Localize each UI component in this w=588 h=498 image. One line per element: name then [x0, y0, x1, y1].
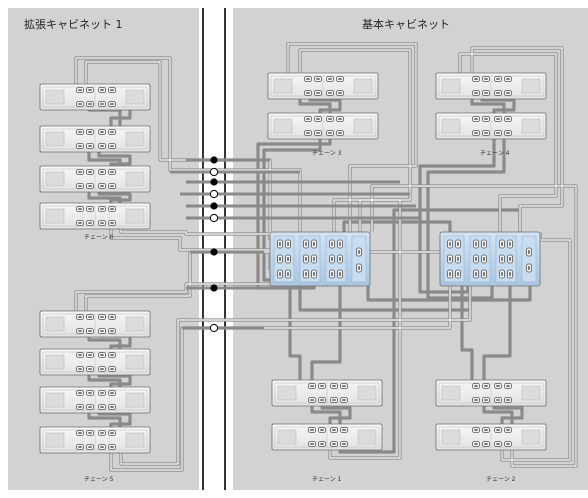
- hollow-dot-icon: [209, 189, 219, 199]
- disk-shelf: [436, 380, 546, 406]
- disk-shelf: [40, 349, 150, 375]
- disk-shelf: [268, 73, 378, 99]
- hollow-dot-icon: [209, 213, 219, 223]
- disk-shelf: [40, 166, 150, 192]
- disk-shelf: [40, 427, 150, 453]
- disk-shelf: [40, 387, 150, 413]
- disk-shelf: [268, 113, 378, 139]
- hollow-dot-icon: [209, 323, 219, 333]
- disk-shelf: [40, 203, 150, 229]
- filled-dot-icon: [210, 284, 218, 292]
- filled-dot-icon: [210, 156, 218, 164]
- chain-1-label: チェーン 1: [312, 476, 342, 483]
- storage-controller-right: [440, 232, 540, 286]
- disk-shelf: [436, 73, 546, 99]
- chain-2-label: チェーン 2: [486, 476, 516, 483]
- chain-4-label: チェーン 4: [480, 150, 510, 157]
- storage-controller-left: [270, 232, 370, 286]
- disk-shelf: [272, 380, 382, 406]
- disk-shelf: [436, 113, 546, 139]
- filled-dot-icon: [210, 202, 218, 210]
- filled-dot-icon: [210, 178, 218, 186]
- disk-shelf: [436, 424, 546, 450]
- base-cabinet-title: 基本キャビネット: [362, 17, 450, 31]
- divider-crossings: [170, 156, 420, 333]
- disk-shelf: [40, 311, 150, 337]
- filled-dot-icon: [210, 248, 218, 256]
- chain-6-label: チェーン 6: [84, 234, 114, 241]
- chain-5-label: チェーン 5: [84, 476, 114, 483]
- expansion-cabinet-title: 拡張キャビネット 1: [24, 17, 123, 31]
- disk-shelf: [272, 424, 382, 450]
- chain-3-label: チェーン 3: [312, 150, 342, 157]
- disk-shelf: [40, 126, 150, 152]
- disk-shelf: [40, 84, 150, 110]
- hollow-dot-icon: [209, 167, 219, 177]
